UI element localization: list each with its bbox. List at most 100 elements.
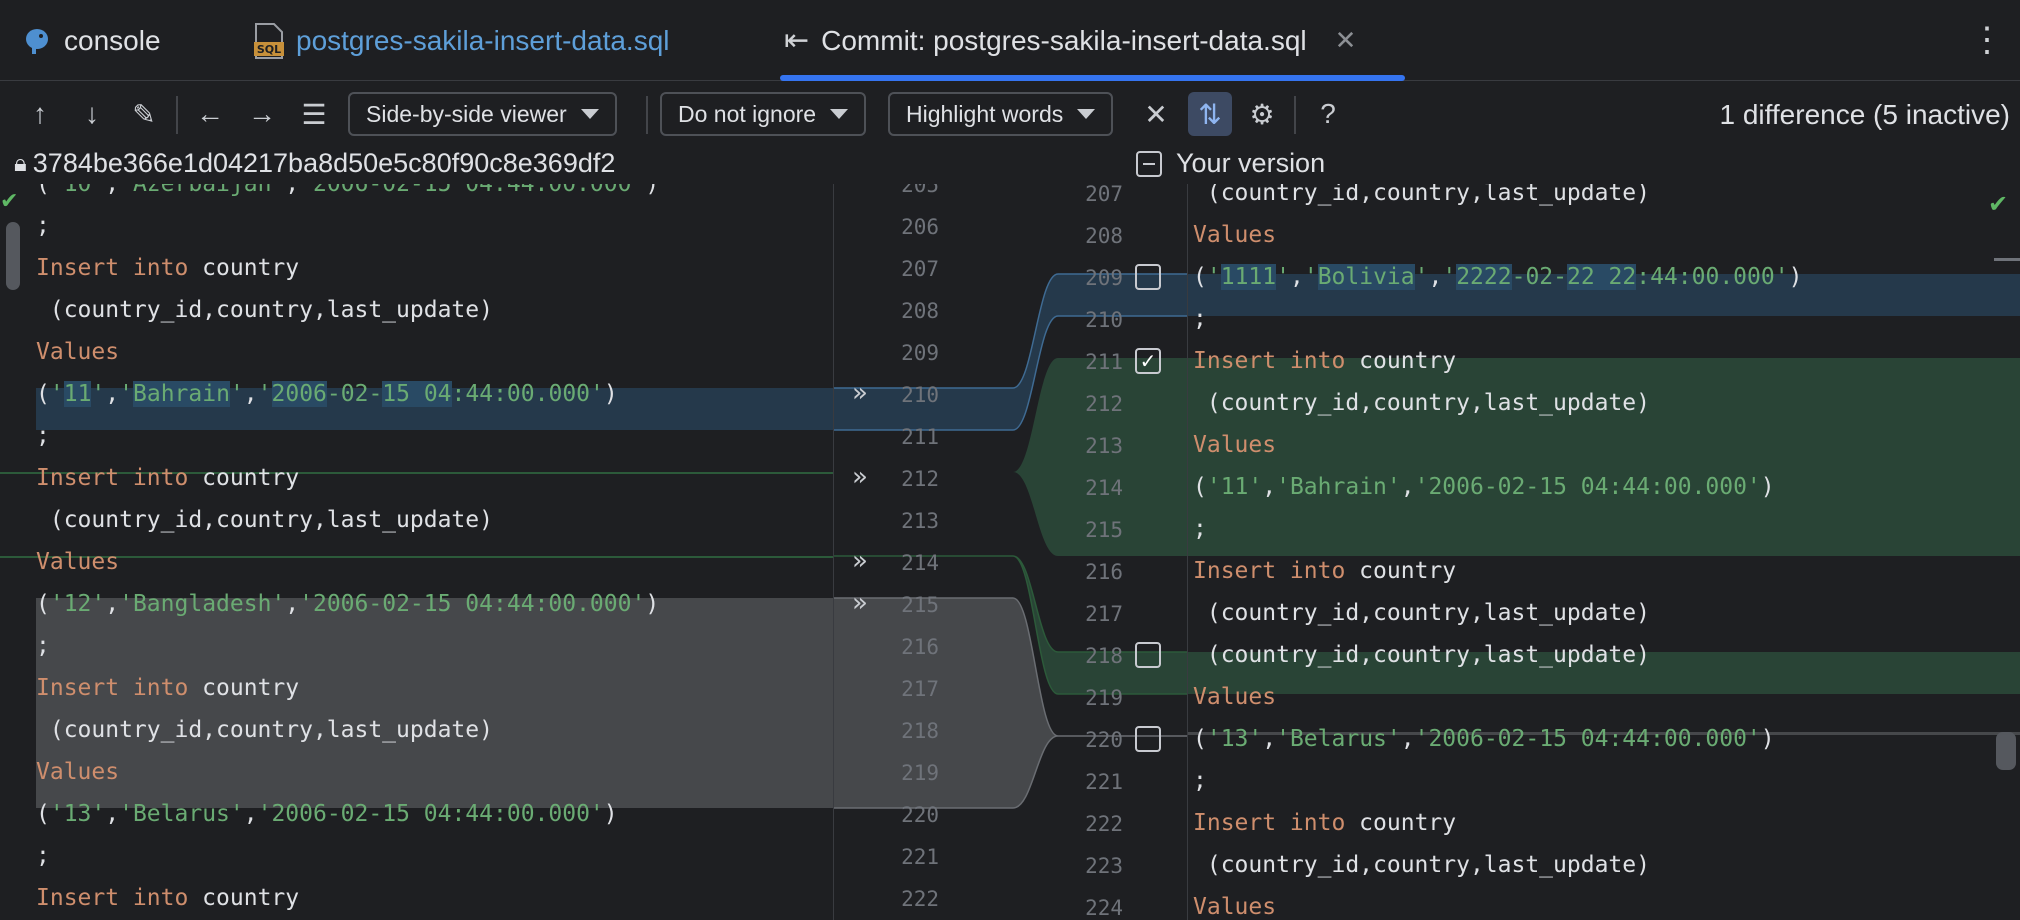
code-token: , (1400, 474, 1415, 500)
code-token: ) (603, 801, 618, 827)
tab-commit-label: Commit: postgres-sakila-insert-data.sql (821, 24, 1307, 56)
left-line-number: 214 (901, 551, 939, 575)
collapse-unchanged-icon[interactable]: ✕ (1144, 98, 1168, 130)
previous-file-icon[interactable]: ← (196, 98, 224, 129)
added-connector (833, 555, 1188, 695)
whitespace-label: Do not ignore (678, 100, 817, 127)
code-token: country (188, 885, 300, 911)
error-stripe-mark (1994, 258, 2020, 261)
code-line: ('13','Belarus','2006-02-15 04:44:00.000… (36, 793, 618, 835)
previous-difference-icon[interactable]: ↑ (33, 98, 47, 129)
code-token: (country_id,country,last_update) (1193, 642, 1650, 668)
left-line-number: 215 (901, 593, 939, 617)
left-line-number: 217 (901, 677, 939, 701)
code-line: (country_id,country,last_update) (36, 499, 493, 541)
code-line: ; (1193, 508, 1207, 550)
insertion-marker (0, 472, 833, 474)
keyword-token: Values (1193, 684, 1277, 710)
string-token: ' (119, 381, 133, 407)
keyword-token: Insert into (36, 255, 189, 281)
apply-change-arrow-icon[interactable]: » (852, 378, 868, 408)
right-line-number: 222 (1085, 812, 1123, 836)
edit-pencil-icon[interactable]: ✎ (132, 98, 156, 130)
right-line-number: 218 (1085, 644, 1123, 668)
close-icon[interactable]: ✕ (1334, 25, 1357, 55)
editor-tab-bar: console SQL postgres-sakila-insert-data.… (0, 0, 2020, 81)
include-change-checkbox[interactable] (1135, 726, 1161, 752)
diff-connector-svg (833, 184, 1188, 920)
tab-commit-diff[interactable]: ⇤ Commit: postgres-sakila-insert-data.sq… (780, 0, 1405, 81)
whitespace-dropdown[interactable]: Do not ignore (660, 92, 867, 136)
settings-gear-icon[interactable]: ⚙ (1249, 98, 1275, 130)
code-token: , (1262, 474, 1277, 500)
code-line: (country_id,country,last_update) (1193, 184, 1650, 214)
string-token: 'Belarus' (119, 801, 244, 827)
apply-change-arrow-icon[interactable]: » (852, 546, 868, 576)
string-token: ' (1276, 264, 1290, 290)
right-editor[interactable]: ✔ (country_id,country,last_update) Values… (1188, 184, 2020, 920)
code-line: ; (36, 625, 50, 667)
changed-word: 1111 (1220, 264, 1277, 290)
left-line-number: 212 (901, 467, 939, 491)
right-line-number: 220 (1085, 728, 1123, 752)
keyword-token: Values (36, 339, 120, 365)
right-line-number: 216 (1085, 560, 1123, 584)
apply-change-arrow-icon[interactable]: » (852, 588, 868, 618)
code-line: Values (36, 331, 119, 373)
code-token: ) (1788, 264, 1803, 290)
include-change-checkbox[interactable] (1135, 642, 1161, 668)
next-difference-icon[interactable]: ↓ (85, 98, 99, 129)
active-tab-indicator (780, 75, 1405, 81)
left-editor[interactable]: ✔ ('10','Azerbaijan','2006-02-15 04:44:0… (0, 184, 833, 920)
code-line: Values (1193, 676, 1276, 718)
left-line-number: 211 (901, 425, 939, 449)
sync-scroll-icon[interactable]: ⇅ (1188, 92, 1232, 136)
added-connector (833, 358, 1188, 556)
more-actions-icon[interactable]: ⋮ (1970, 21, 2004, 59)
scrollbar-thumb[interactable] (6, 222, 20, 290)
code-token: , (285, 591, 300, 617)
highlight-label: Highlight words (906, 100, 1064, 127)
code-line: Values (1193, 886, 1276, 920)
code-token: (country_id,country,last_update) (1193, 852, 1650, 878)
apply-change-arrow-icon[interactable]: » (852, 462, 868, 492)
chevron-down-icon (830, 109, 849, 119)
viewer-mode-dropdown[interactable]: Side-by-side viewer (348, 92, 617, 136)
include-change-checkbox-checked[interactable]: ✓ (1135, 348, 1161, 374)
collapse-box-icon[interactable] (1136, 150, 1162, 177)
code-line: (country_id,country,last_update) (1193, 844, 1650, 886)
double-checkmark-icon: ✔ (1988, 191, 2009, 218)
right-line-number: 212 (1085, 392, 1123, 416)
help-icon[interactable]: ? (1320, 98, 1336, 129)
code-token: , (105, 591, 120, 617)
right-panel-header: Your version (1136, 148, 1325, 179)
code-token: ; (1193, 306, 1207, 332)
code-token: country (188, 465, 300, 491)
tab-sql-file-label: postgres-sakila-insert-data.sql (296, 24, 670, 56)
string-token: '12' (49, 591, 106, 617)
left-line-number: 207 (901, 257, 939, 281)
code-line: Insert into country (36, 667, 299, 709)
right-line-number: 217 (1085, 602, 1123, 626)
code-line: ('11','Bahrain','2006-02-15 04:44:00.000… (36, 373, 618, 415)
file-list-icon[interactable]: ☰ (301, 98, 327, 130)
left-line-number: 205 (901, 184, 939, 197)
string-token: '2006-02-15 04:44:00.000' (257, 801, 604, 827)
code-line: Insert into country (1193, 550, 1456, 592)
code-token: (country_id,country,last_update) (1193, 184, 1650, 206)
right-line-number: 209 (1085, 266, 1123, 290)
include-change-checkbox[interactable] (1135, 264, 1161, 290)
next-file-icon[interactable]: → (248, 98, 276, 129)
code-token: ; (36, 213, 50, 239)
highlight-dropdown[interactable]: Highlight words (888, 92, 1114, 136)
string-token: -02- (326, 381, 383, 407)
code-token: country (188, 675, 300, 701)
scrollbar-thumb[interactable] (1996, 732, 2016, 770)
your-version-label: Your version (1176, 148, 1326, 178)
left-line-number: 213 (901, 509, 939, 533)
tab-sql-file[interactable]: SQL postgres-sakila-insert-data.sql (252, 0, 670, 81)
code-token: ) (645, 591, 660, 617)
code-token: ; (36, 423, 50, 449)
tab-console[interactable]: console (22, 0, 161, 81)
keyword-token: Insert into (36, 675, 189, 701)
